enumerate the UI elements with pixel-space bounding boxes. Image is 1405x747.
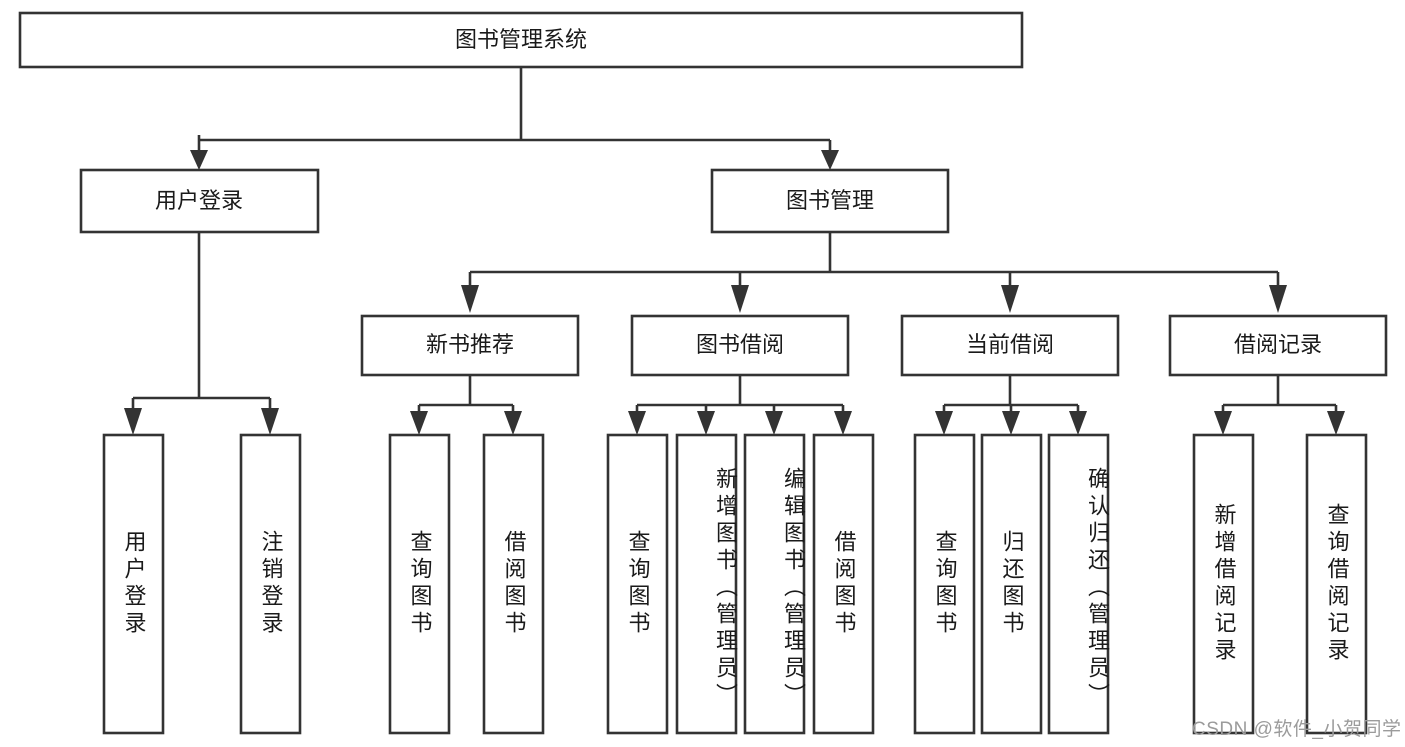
- node-user-login-rect[interactable]: [79, 168, 320, 234]
- arrow-head-cb-leaf-2: [1002, 411, 1020, 435]
- arrow-head-br-leaf-2: [1327, 411, 1345, 435]
- arrow-head-to-new-book: [461, 285, 479, 313]
- connector-group-current-borrow: [935, 375, 1087, 435]
- arrow-head-cb-leaf-1: [935, 411, 953, 435]
- leaf-rect-new-book-2[interactable]: [482, 433, 545, 735]
- node-new-book-recommend-label: 新书推荐: [426, 332, 514, 357]
- arrow-head-to-book-manage: [821, 150, 839, 170]
- arrow-head-to-book-borrow: [731, 285, 749, 313]
- arrow-head-user-login-leaf-2: [261, 408, 279, 435]
- arrow-head-nb-leaf-2: [504, 411, 522, 435]
- leaf-rect-book-borrow-2[interactable]: [675, 433, 738, 735]
- node-root-label: 图书管理系统: [455, 27, 587, 52]
- node-new-book-recommend[interactable]: 新书推荐: [360, 314, 580, 377]
- node-book-manage-label: 图书管理: [786, 188, 874, 213]
- node-borrow-record-rect[interactable]: [1168, 314, 1388, 377]
- connector-group-book-manage: [461, 232, 1287, 313]
- arrow-head-bb-leaf-3: [765, 411, 783, 435]
- leaf-rect-current-borrow-3[interactable]: [1047, 433, 1110, 735]
- leaf-rect-user-login-1[interactable]: [102, 433, 165, 735]
- node-user-login[interactable]: 用户登录: [79, 168, 320, 234]
- connector-group-user-login: [124, 232, 279, 435]
- node-current-borrow[interactable]: 当前借阅: [900, 314, 1120, 377]
- arrow-head-to-user-login: [190, 150, 208, 170]
- node-new-book-recommend-rect[interactable]: [360, 314, 580, 377]
- arrow-head-cb-leaf-3: [1069, 411, 1087, 435]
- connector-group-root: [190, 67, 839, 170]
- leaf-rect-new-book-1[interactable]: [388, 433, 451, 735]
- node-root[interactable]: 图书管理系统: [18, 11, 1024, 69]
- csdn-watermark: CSDN @软件_小贺同学: [1192, 719, 1402, 740]
- node-book-manage[interactable]: 图书管理: [710, 168, 950, 234]
- leaf-rects: [102, 433, 1368, 735]
- arrow-head-user-login-leaf-1: [124, 408, 142, 435]
- node-book-borrow-label: 图书借阅: [696, 332, 784, 357]
- leaf-rect-book-borrow-3[interactable]: [743, 433, 806, 735]
- arrow-head-br-leaf-1: [1214, 411, 1232, 435]
- leaf-rect-book-borrow-4[interactable]: [812, 433, 875, 735]
- leaf-rect-current-borrow-2[interactable]: [980, 433, 1043, 735]
- node-borrow-record-label: 借阅记录: [1234, 332, 1322, 357]
- arrow-head-bb-leaf-2: [697, 411, 715, 435]
- connector-group-borrow-record: [1214, 375, 1345, 435]
- node-current-borrow-rect[interactable]: [900, 314, 1120, 377]
- connector-group-book-borrow: [628, 375, 852, 435]
- arrow-head-to-current-borrow: [1001, 285, 1019, 313]
- node-root-rect[interactable]: [18, 11, 1024, 69]
- node-book-manage-rect[interactable]: [710, 168, 950, 234]
- arrow-head-nb-leaf-1: [410, 411, 428, 435]
- connector-group-new-book: [410, 375, 522, 435]
- arrow-head-bb-leaf-1: [628, 411, 646, 435]
- leaf-rect-current-borrow-1[interactable]: [913, 433, 976, 735]
- leaf-rect-borrow-record-2[interactable]: [1305, 433, 1368, 735]
- node-book-borrow[interactable]: 图书借阅: [630, 314, 850, 377]
- node-book-borrow-rect[interactable]: [630, 314, 850, 377]
- leaf-rect-book-borrow-1[interactable]: [606, 433, 669, 735]
- leaf-rect-user-login-2[interactable]: [239, 433, 302, 735]
- arrow-head-to-borrow-record: [1269, 285, 1287, 313]
- arrow-head-bb-leaf-4: [834, 411, 852, 435]
- node-current-borrow-label: 当前借阅: [966, 332, 1054, 357]
- node-user-login-label: 用户登录: [155, 188, 243, 213]
- leaf-rect-borrow-record-1[interactable]: [1192, 433, 1255, 735]
- node-borrow-record[interactable]: 借阅记录: [1168, 314, 1388, 377]
